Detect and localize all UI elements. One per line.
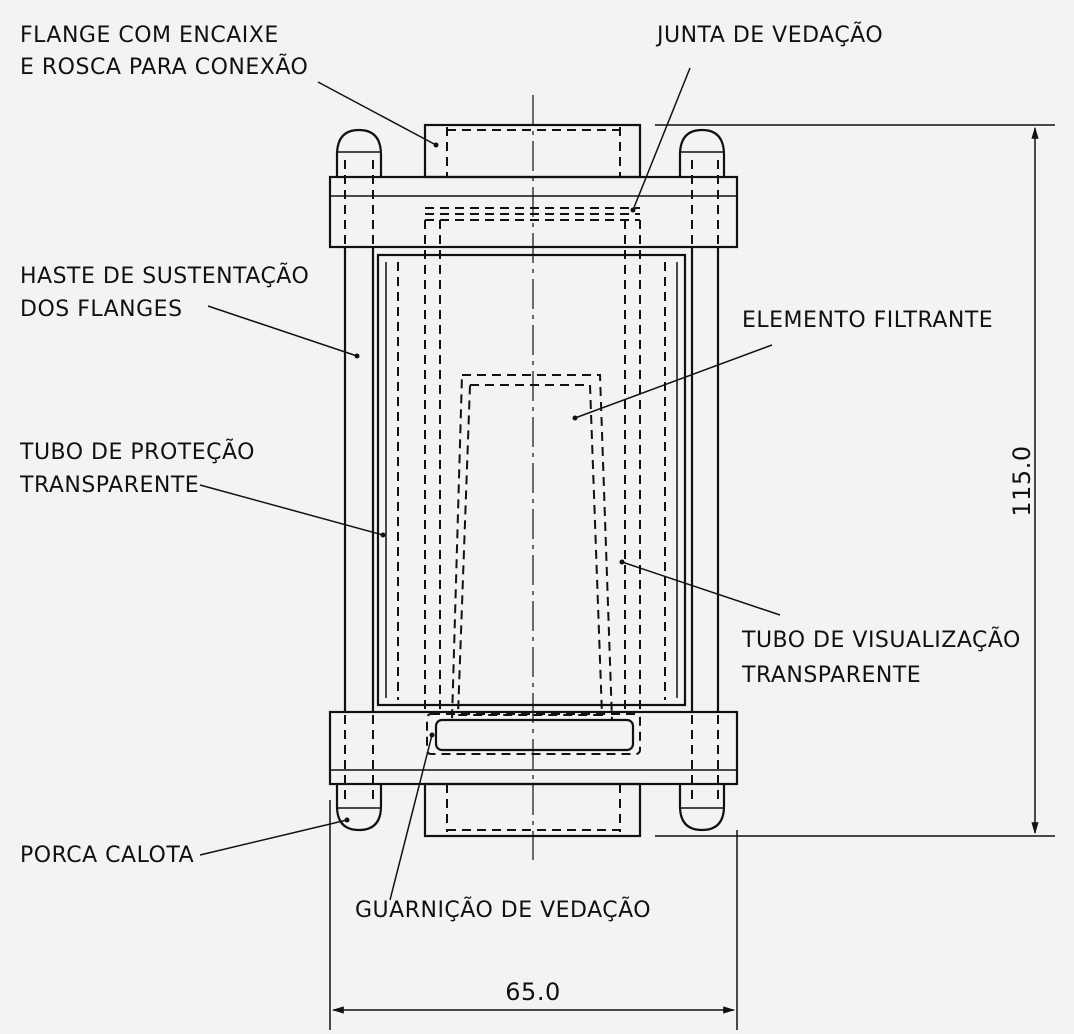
visualizacao-label-line1: TUBO DE VISUALIZAÇÃO: [741, 626, 1021, 653]
label-elemento: ELEMENTO FILTRANTE: [572, 308, 993, 421]
protecao-label-line1: TUBO DE PROTEÇÃO: [19, 438, 255, 465]
label-flange: FLANGE COM ENCAIXE E ROSCA PARA CONEXÃO: [20, 23, 439, 148]
label-junta: JUNTA DE VEDAÇÃO: [630, 21, 883, 213]
junta-label: JUNTA DE VEDAÇÃO: [655, 21, 883, 48]
support-rods: [343, 160, 720, 800]
width-value: 65.0: [505, 978, 560, 1006]
protection-tube: [376, 253, 687, 707]
label-protecao: TUBO DE PROTEÇÃO TRANSPARENTE: [19, 438, 386, 538]
height-value: 115.0: [1008, 445, 1036, 516]
label-porca: PORCA CALOTA: [20, 817, 350, 868]
flange-label-line1: FLANGE COM ENCAIXE: [20, 23, 279, 48]
visualizacao-label-line2: TRANSPARENTE: [741, 663, 921, 688]
height-dimension: 115.0: [655, 124, 1055, 837]
porca-label: PORCA CALOTA: [20, 843, 194, 868]
label-haste: HASTE DE SUSTENTAÇÃO DOS FLANGES: [20, 262, 360, 359]
flange-label-line2: E ROSCA PARA CONEXÃO: [20, 53, 308, 80]
width-dimension: 65.0: [329, 800, 738, 1030]
guarnicao-label: GUARNIÇÃO DE VEDAÇÃO: [355, 896, 651, 923]
haste-label-line1: HASTE DE SUSTENTAÇÃO: [20, 262, 309, 289]
label-guarnicao: GUARNIÇÃO DE VEDAÇÃO: [355, 732, 651, 923]
filter-assembly: [328, 95, 739, 860]
elemento-label: ELEMENTO FILTRANTE: [742, 308, 993, 333]
cap-nuts: [335, 128, 726, 832]
protecao-label-line2: TRANSPARENTE: [19, 473, 199, 498]
haste-label-line2: DOS FLANGES: [20, 297, 183, 322]
filter-element: [450, 374, 614, 721]
visualization-tube: [424, 220, 641, 712]
label-visualizacao: TUBO DE VISUALIZAÇÃO TRANSPARENTE: [619, 559, 1021, 688]
